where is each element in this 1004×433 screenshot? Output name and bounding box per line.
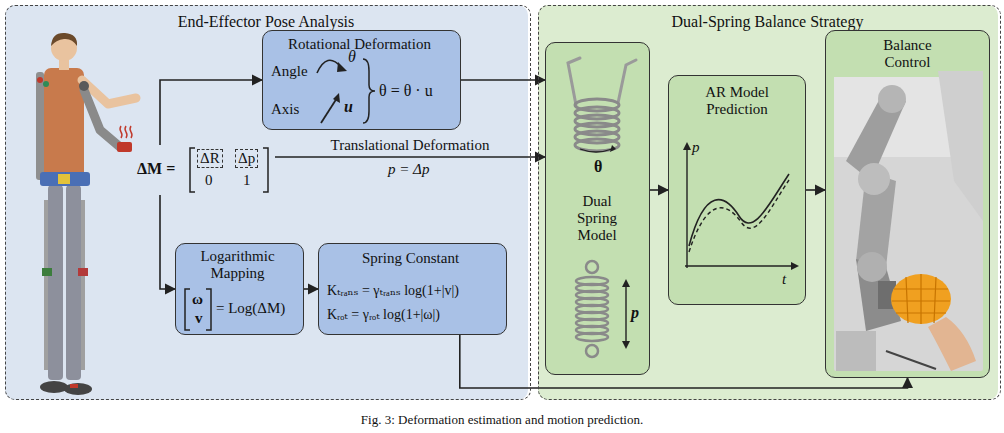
figure-caption: Fig. 3: Deformation estimation and motio… (0, 411, 1004, 428)
extension-spring (576, 261, 630, 357)
node-text: = Log(ΔM) (216, 300, 285, 317)
matrix-expression: ΔM = ΔR Δp 0 1 (135, 145, 275, 195)
process-box: Spring ConstantKₜᵣₐₙₛ = γₜᵣₐₙₛ log(1+|v|… (318, 243, 507, 335)
flow-arrow (461, 79, 545, 81)
process-box: Logarithmic Mapping ωv = Log(ΔM) (175, 243, 304, 335)
flow-arrow (160, 80, 262, 145)
section-panel: End-Effector Pose Analysis Rotational De… (5, 5, 531, 400)
process-box: Balance Control (825, 30, 990, 378)
panel-grounds (5, 5, 998, 400)
symbol-label: u (344, 98, 353, 115)
node-text: Logarithmic Mapping (176, 248, 299, 282)
robot-photo (826, 31, 991, 379)
node-text: AR Model Prediction (682, 84, 792, 118)
flow-arrow (650, 189, 668, 191)
node-text: End-Effector Pose Analysis (6, 13, 526, 30)
node-text: θ = θ · u (379, 82, 433, 99)
node-text: Dual-Spring Balance Strategy (539, 13, 996, 30)
node-text: ΔM = (137, 160, 175, 177)
node-text: 1 (243, 172, 251, 189)
node-text: Balance Control (866, 37, 949, 71)
node-text: Δp (235, 149, 258, 168)
torsion-spring (568, 58, 636, 152)
node-text: Spring Constant (319, 250, 502, 267)
symbol-label: θ (594, 158, 602, 175)
node-text: Angle (271, 63, 308, 80)
flow-arrow (304, 288, 318, 290)
spring-drawings (546, 43, 651, 376)
human-figure (36, 33, 136, 395)
flow-arrow (160, 195, 175, 289)
node-text: ω (192, 291, 203, 308)
node-text: Axis (271, 101, 299, 118)
symbol-label: p = Δp (388, 161, 429, 178)
node-text: Rotational Deformation (263, 36, 456, 53)
node-text: v (195, 310, 203, 327)
node-text: 0 (205, 172, 213, 189)
flow-arrow (275, 156, 545, 158)
edge-label: Translational Deformation (329, 137, 492, 154)
node-text: Kᵣₒₜ = γᵣₒₜ log(1+|ω|) (327, 306, 440, 323)
process-box: Rotational DeformationAngleAxis θ = θ · u (262, 30, 461, 130)
symbol-label: θ (348, 48, 356, 65)
section-panel: Dual-Spring Balance Strategy Dual Spring… (538, 5, 1001, 400)
node-text: Dual Spring Model (567, 193, 627, 244)
flow-arrow (806, 189, 825, 191)
process-box: Dual Spring Model (545, 42, 650, 375)
node-text: ΔR (197, 149, 223, 168)
process-box: AR Model Prediction (668, 75, 806, 305)
symbol-label: t (782, 271, 786, 288)
node-text: Kₜᵣₐₙₛ = γₜᵣₐₙₛ log(1+|v|) (327, 282, 459, 299)
symbol-label: p (631, 304, 639, 321)
symbol-label: p (692, 139, 700, 156)
